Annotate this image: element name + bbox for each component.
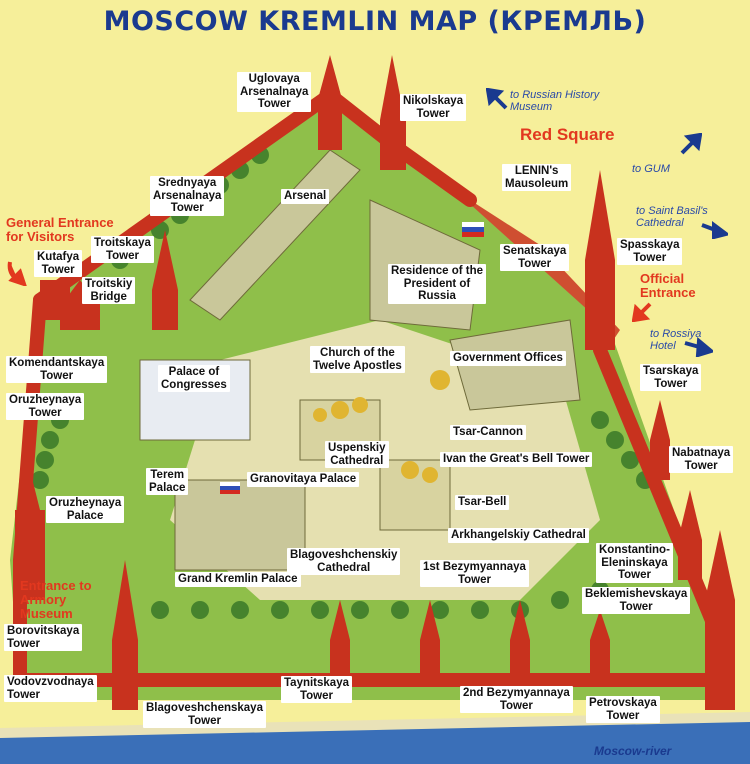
label-taynitskaya-tower: Taynitskaya Tower: [281, 676, 352, 703]
label-petrovskaya-tower: Petrovskaya Tower: [586, 696, 660, 723]
label-arkhangelskiy-cathedral: Arkhangelskiy Cathedral: [448, 528, 589, 543]
arrow-up-right-icon: [680, 133, 702, 155]
label-government-offices: Government Offices: [450, 351, 566, 366]
arrow-up-left-icon: [486, 88, 508, 110]
arrow-right-icon: [701, 221, 728, 239]
label-terem-palace: Terem Palace: [146, 468, 189, 495]
label-tsarskaya-tower: Tsarskaya Tower: [640, 364, 702, 391]
label-palace-of-congresses: Palace of Congresses: [158, 365, 230, 392]
label-grand-kremlin-palace: Grand Kremlin Palace: [175, 572, 301, 587]
label-tsar-cannon: Tsar-Cannon: [450, 425, 527, 440]
label-granovitaya-palace: Granovitaya Palace: [247, 472, 360, 487]
label-konstantino-tower: Konstantino- Eleninskaya Tower: [596, 543, 673, 583]
label-troitskiy-bridge: Troitskiy Bridge: [82, 277, 136, 304]
label-arsenal: Arsenal: [281, 189, 330, 204]
gum-label: to GUM: [632, 163, 670, 175]
official-entrance-label: Official Entrance: [640, 271, 696, 300]
label-senatskaya-tower: Senatskaya Tower: [500, 244, 570, 271]
arrow-right-icon: [684, 337, 713, 357]
label-blagoveshchenskiy-cathedral: Blagoveshchenskiy Cathedral: [287, 548, 401, 575]
kremlin-towers: [15, 55, 735, 710]
label-tsar-bell: Tsar-Bell: [455, 495, 510, 510]
label-nabatnaya-tower: Nabatnaya Tower: [669, 446, 734, 473]
label-nikolskaya-tower: Nikolskaya Tower: [400, 94, 467, 121]
general-entrance-label: General Entrance for Visitors: [6, 215, 114, 244]
history-museum-label: to Russian History Museum: [510, 89, 600, 113]
armory-entrance-label: Entrance to Armory Museum: [20, 578, 92, 621]
label-oruzheynaya-palace: Oruzheynaya Palace: [46, 496, 125, 523]
label-1st-bezymyannaya-tower: 1st Bezymyannaya Tower: [420, 560, 529, 587]
moscow-river: [0, 720, 750, 764]
label-troitskaya-tower: Troitskaya Tower: [91, 236, 154, 263]
label-church-twelve-apostles: Church of the Twelve Apostles: [310, 346, 405, 373]
label-residence: Residence of the President of Russia: [388, 264, 487, 304]
label-beklemishevskaya-tower: Beklemishevskaya Tower: [582, 587, 691, 614]
label-spasskaya-tower: Spasskaya Tower: [617, 238, 683, 265]
map-title: MOSCOW KREMLIN MAP (КРЕМЛЬ): [103, 6, 647, 37]
label-blagoveshchenskaya-tower: Blagoveshchenskaya Tower: [143, 701, 266, 728]
label-uglovaya-tower: Uglovaya Arsenalnaya Tower: [237, 72, 312, 112]
label-oruzheynaya-tower: Oruzheynaya Tower: [6, 393, 85, 420]
saint-basil-label: to Saint Basil's Cathedral: [636, 205, 708, 229]
label-lenin-mausoleum: LENIN's Mausoleum: [502, 164, 572, 191]
label-2nd-bezymyannaya-tower: 2nd Bezymyannaya Tower: [460, 686, 573, 713]
label-ivan-bell-tower: Ivan the Great's Bell Tower: [440, 452, 593, 467]
label-uspenskiy-cathedral: Uspenskiy Cathedral: [325, 441, 389, 468]
red-square-label: Red Square: [520, 125, 615, 144]
label-vodovzvodnaya-tower: Vodovzvodnaya Tower: [4, 675, 97, 702]
arrow-left-icon: [632, 302, 652, 322]
label-kutafya-tower: Kutafya Tower: [34, 250, 83, 277]
label-srednyaya-tower: Srednyaya Arsenalnaya Tower: [150, 176, 225, 216]
arrow-down-right-icon: [7, 261, 27, 286]
label-komendantskaya-tower: Komendantskaya Tower: [6, 356, 108, 383]
river-label: Moscow-river: [594, 744, 672, 758]
label-borovitskaya-tower: Borovitskaya Tower: [4, 624, 83, 651]
rossiya-label: to Rossiya Hotel: [650, 328, 702, 352]
grand-palace-building: [174, 479, 306, 571]
